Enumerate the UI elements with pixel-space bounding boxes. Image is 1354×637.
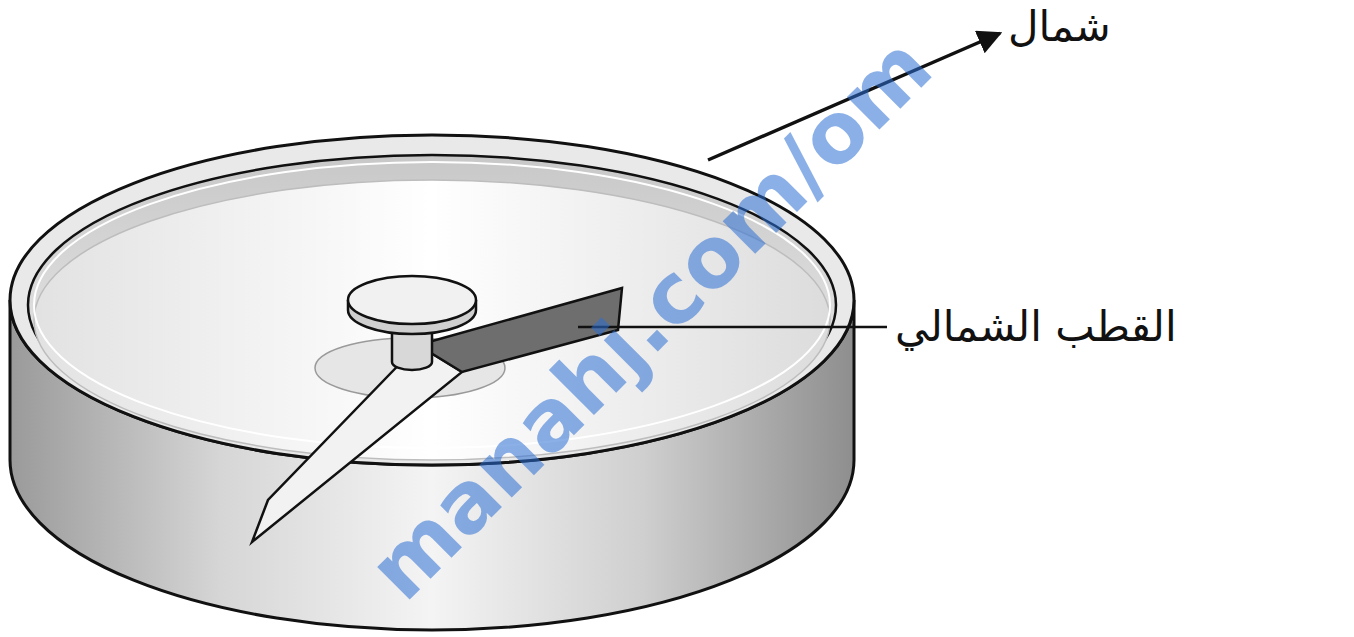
- pivot-cap: [348, 276, 476, 324]
- direction-label: شمال: [1008, 2, 1111, 52]
- part-label: القطب الشمالي: [895, 302, 1177, 352]
